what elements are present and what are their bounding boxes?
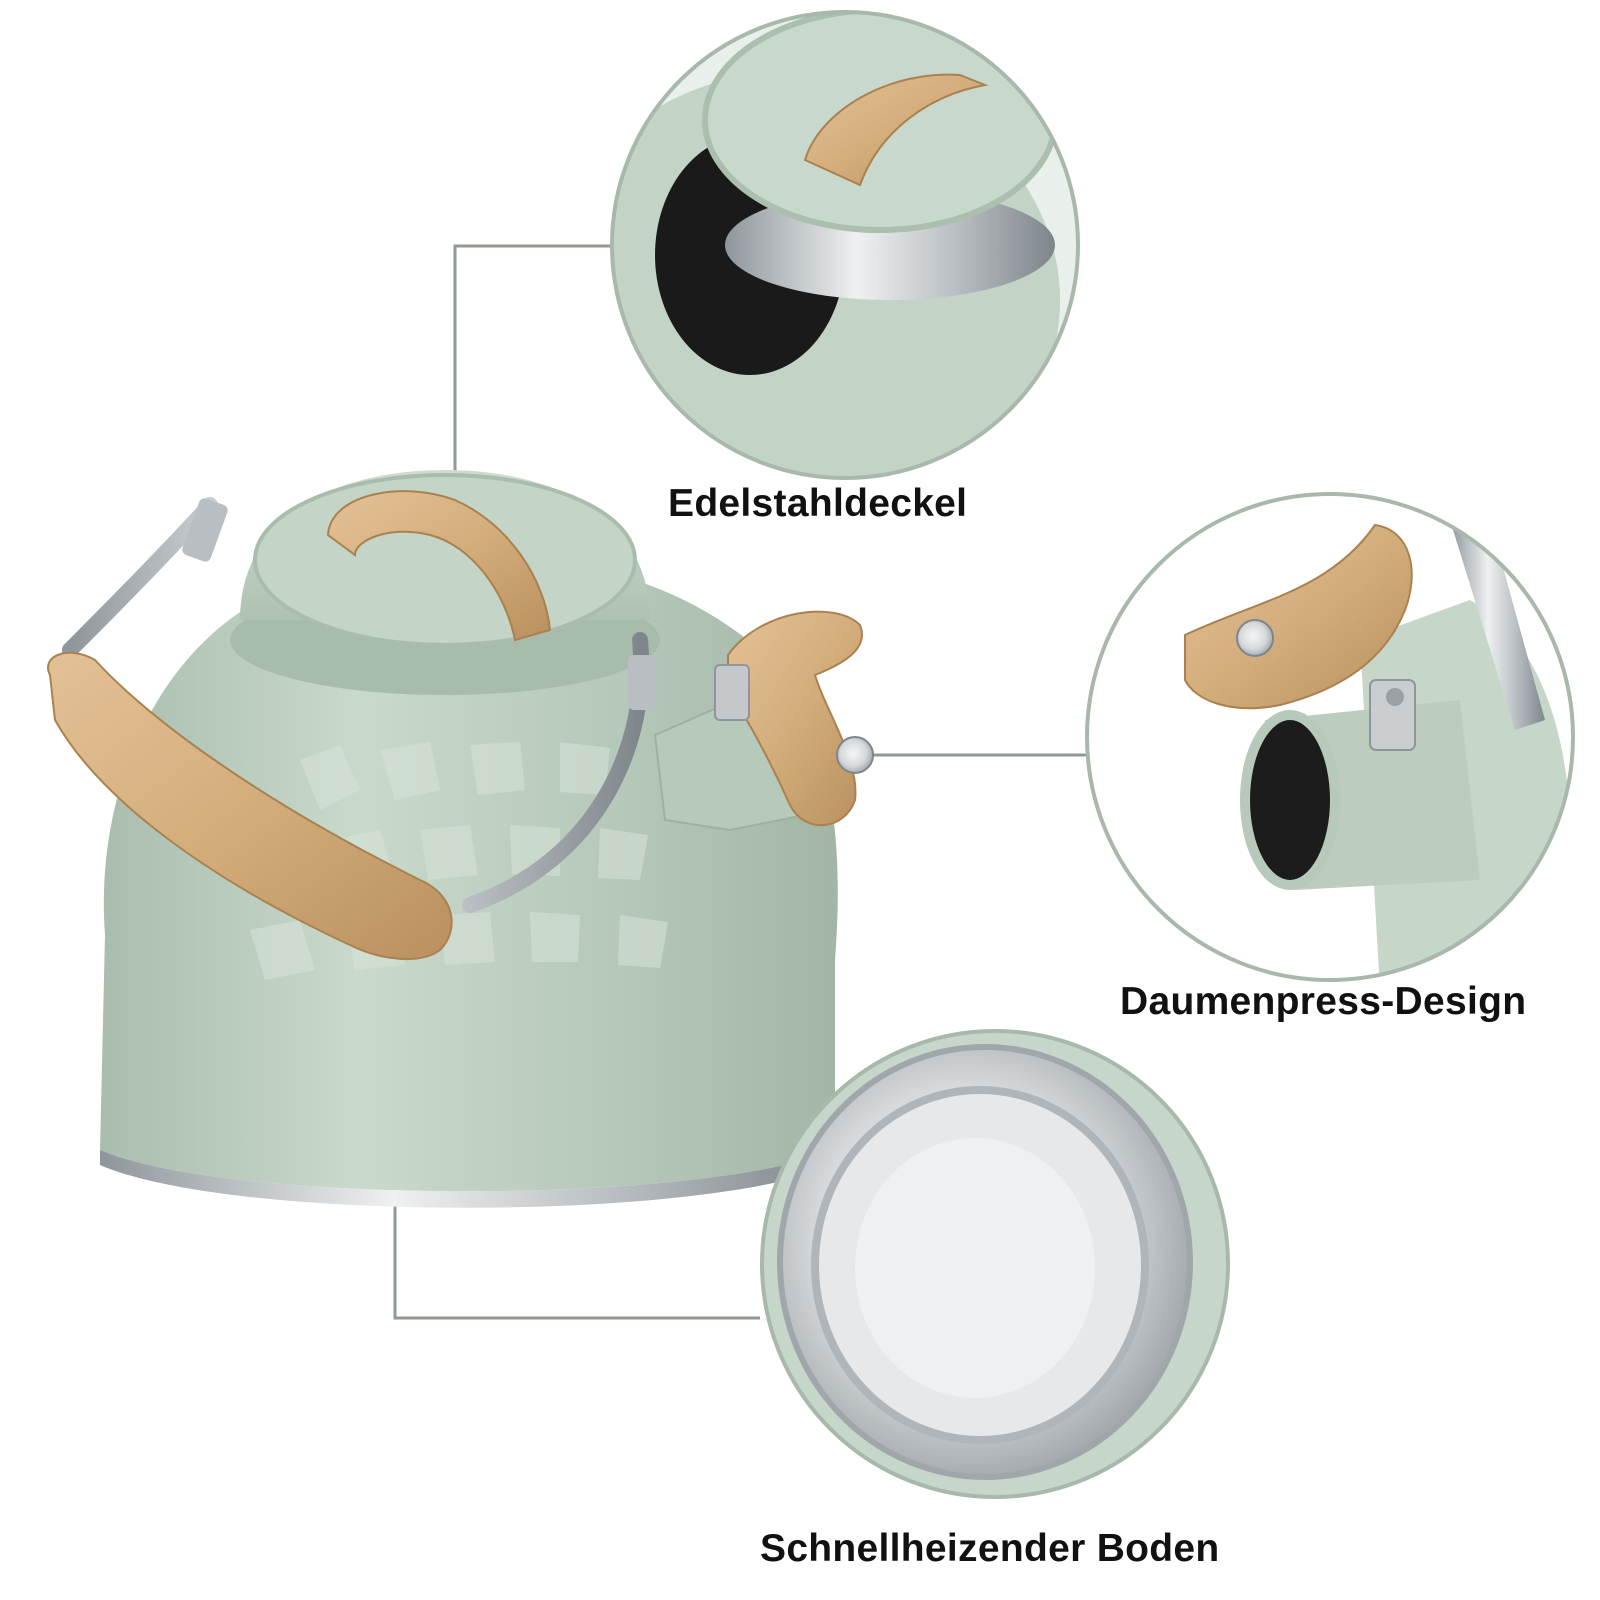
base-caption: Schnellheizender Boden <box>760 1527 1220 1570</box>
handle-grip <box>47 651 453 961</box>
handle-bracket-right <box>628 655 656 710</box>
base-rim <box>100 1150 835 1208</box>
kettle-illustration <box>47 470 874 1208</box>
connector-base <box>393 1193 760 1320</box>
lid-caption: Edelstahldeckel <box>668 482 968 525</box>
lid-closeup <box>610 10 1080 480</box>
thumb-closeup <box>1085 492 1575 982</box>
trigger-hinge <box>714 664 750 721</box>
handle-bracket-left <box>182 498 228 562</box>
whistle-cap <box>836 736 874 774</box>
connector-lid <box>453 244 618 493</box>
thumb-press-caption: Daumenpress-Design <box>1120 980 1527 1023</box>
base-closeup <box>760 1029 1230 1499</box>
lid-knob <box>326 490 552 642</box>
